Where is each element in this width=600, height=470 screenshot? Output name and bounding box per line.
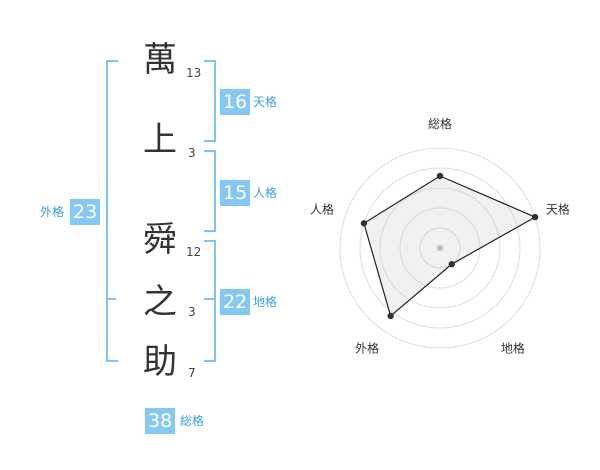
radar-axis-label-0: 総格: [428, 116, 452, 131]
stroke-count-4: 3: [188, 305, 196, 319]
name-char-5: 助: [143, 342, 177, 382]
jinkaku-bracket: [204, 150, 216, 232]
chikaku-label: 地格: [253, 295, 278, 309]
radar-point-1: [531, 213, 539, 221]
gaikaku-badge: 23: [70, 199, 101, 225]
radar-ring-4: [359, 167, 521, 329]
radar-points: [360, 172, 539, 320]
tenkaku-badge: 16: [220, 89, 251, 115]
radar-point-3: [387, 312, 394, 320]
radar-ring-3: [379, 187, 501, 309]
jinkaku-badge: 15: [220, 180, 251, 206]
stroke-count-2: 3: [188, 146, 196, 160]
radar-ring-1: [419, 227, 461, 269]
radar-axis-label-2: 地格: [501, 340, 525, 355]
radar-axis-label-4: 人格: [310, 202, 334, 217]
tenkaku-label: 天格: [253, 95, 278, 109]
gaikaku-bracket: [106, 60, 118, 362]
stroke-count-5: 7: [188, 366, 196, 380]
gaikaku-bracket-tick: [106, 298, 116, 300]
radar-point-2: [448, 260, 455, 268]
chikaku-bracket-tick: [204, 298, 216, 300]
radar-point-0: [436, 172, 444, 180]
chikaku-badge: 22: [220, 289, 251, 315]
chikaku-bracket: [204, 240, 216, 362]
name-char-1: 萬: [143, 40, 177, 80]
stroke-count-3: 12: [186, 245, 202, 259]
radar-axis-label-3: 外格: [355, 340, 379, 355]
soukaku-label: 総格: [180, 414, 205, 428]
radar-polygon: [363, 175, 537, 318]
radar-center-dot: [437, 245, 443, 251]
radar-axis-label-1: 天格: [546, 202, 570, 217]
name-char-2: 上: [143, 120, 177, 160]
gaikaku-label: 外格: [40, 205, 65, 219]
name-char-3: 舜: [143, 220, 177, 260]
stroke-count-1: 13: [186, 66, 202, 80]
soukaku-badge: 38: [145, 408, 176, 434]
radar-point-4: [360, 220, 368, 227]
name-char-4: 之: [143, 282, 177, 322]
jinkaku-label: 人格: [253, 186, 278, 200]
tenkaku-bracket: [204, 60, 216, 142]
